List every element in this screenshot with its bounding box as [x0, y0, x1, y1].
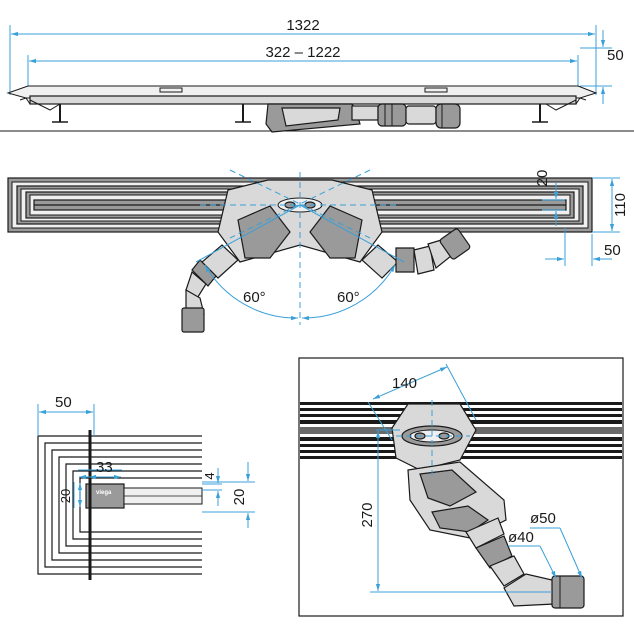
plan-view: 60° 60° 20 110 50 [7, 169, 629, 333]
angle-arc-right [301, 264, 396, 321]
corner-dim-33: 33 [96, 459, 113, 476]
outlet-detail-view: 140 270 ø50 ø40 [298, 357, 624, 617]
angle-right-label: 60° [337, 289, 360, 306]
channel-body [29, 95, 577, 105]
corner-dim-50: 50 [55, 394, 72, 411]
angle-arc-left [204, 264, 299, 321]
dim-edge-50: 50 [604, 242, 621, 259]
dim-width-110: 110 [612, 193, 629, 217]
dim-total-length: 1322 [286, 17, 319, 34]
detail-dim-270: 270 [359, 502, 376, 527]
corner-dim-20-right: 20 [231, 489, 248, 506]
outlet-pipe-left [181, 244, 239, 333]
outlet-pipe-right [361, 228, 471, 279]
detail-dim-d40: ø40 [508, 529, 534, 546]
dim-depth-20: 20 [534, 170, 551, 187]
corner-dim-20-left: 20 [58, 489, 73, 503]
brand-logo: viega [96, 490, 112, 496]
drain-body-plan [217, 179, 383, 263]
detail-dim-d50: ø50 [530, 510, 556, 527]
drain-outlet-side [265, 103, 461, 133]
viega-end-cap [85, 483, 125, 509]
angle-left-label: 60° [243, 289, 266, 306]
corner-dim-4: 4 [202, 472, 217, 479]
corner-detail-view: viega 50 33 20 4 20 [36, 394, 255, 580]
support-legs [19, 97, 587, 123]
dim-height: 50 [607, 47, 624, 64]
detail-dim-140: 140 [392, 375, 417, 392]
dim-adjust-range: 322 – 1222 [265, 44, 340, 61]
side-elevation-view: 1322 322 – 1222 50 [0, 17, 634, 133]
